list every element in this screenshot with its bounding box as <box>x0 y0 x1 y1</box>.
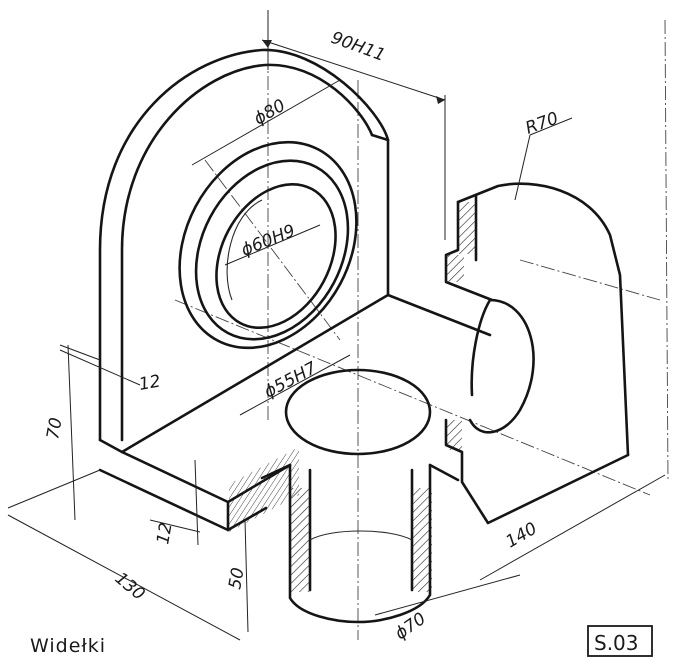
dimension-lines <box>7 10 666 641</box>
dim-plate-thickness-side: 12 <box>153 521 176 546</box>
right-bracket <box>444 182 630 525</box>
dim-width-fit: 90H11 <box>328 28 388 66</box>
dim-boss-diameter: ϕ80 <box>251 96 289 130</box>
drawing-title: Widełki <box>30 635 106 657</box>
sheet-code: S.03 <box>594 631 639 655</box>
upright-plate <box>98 48 390 454</box>
sheet-code-box: S.03 <box>587 625 653 657</box>
center-lines <box>174 10 669 640</box>
dim-plate-thickness-top: 12 <box>137 371 162 394</box>
dim-radius: R70 <box>523 108 561 138</box>
bore-boss <box>178 140 358 350</box>
dim-height: 70 <box>43 416 66 441</box>
dim-depth: 140 <box>503 519 541 553</box>
dim-sleeve-height: 50 <box>225 566 248 591</box>
dim-sleeve-diameter: ϕ70 <box>391 609 429 644</box>
sleeve <box>260 368 460 624</box>
